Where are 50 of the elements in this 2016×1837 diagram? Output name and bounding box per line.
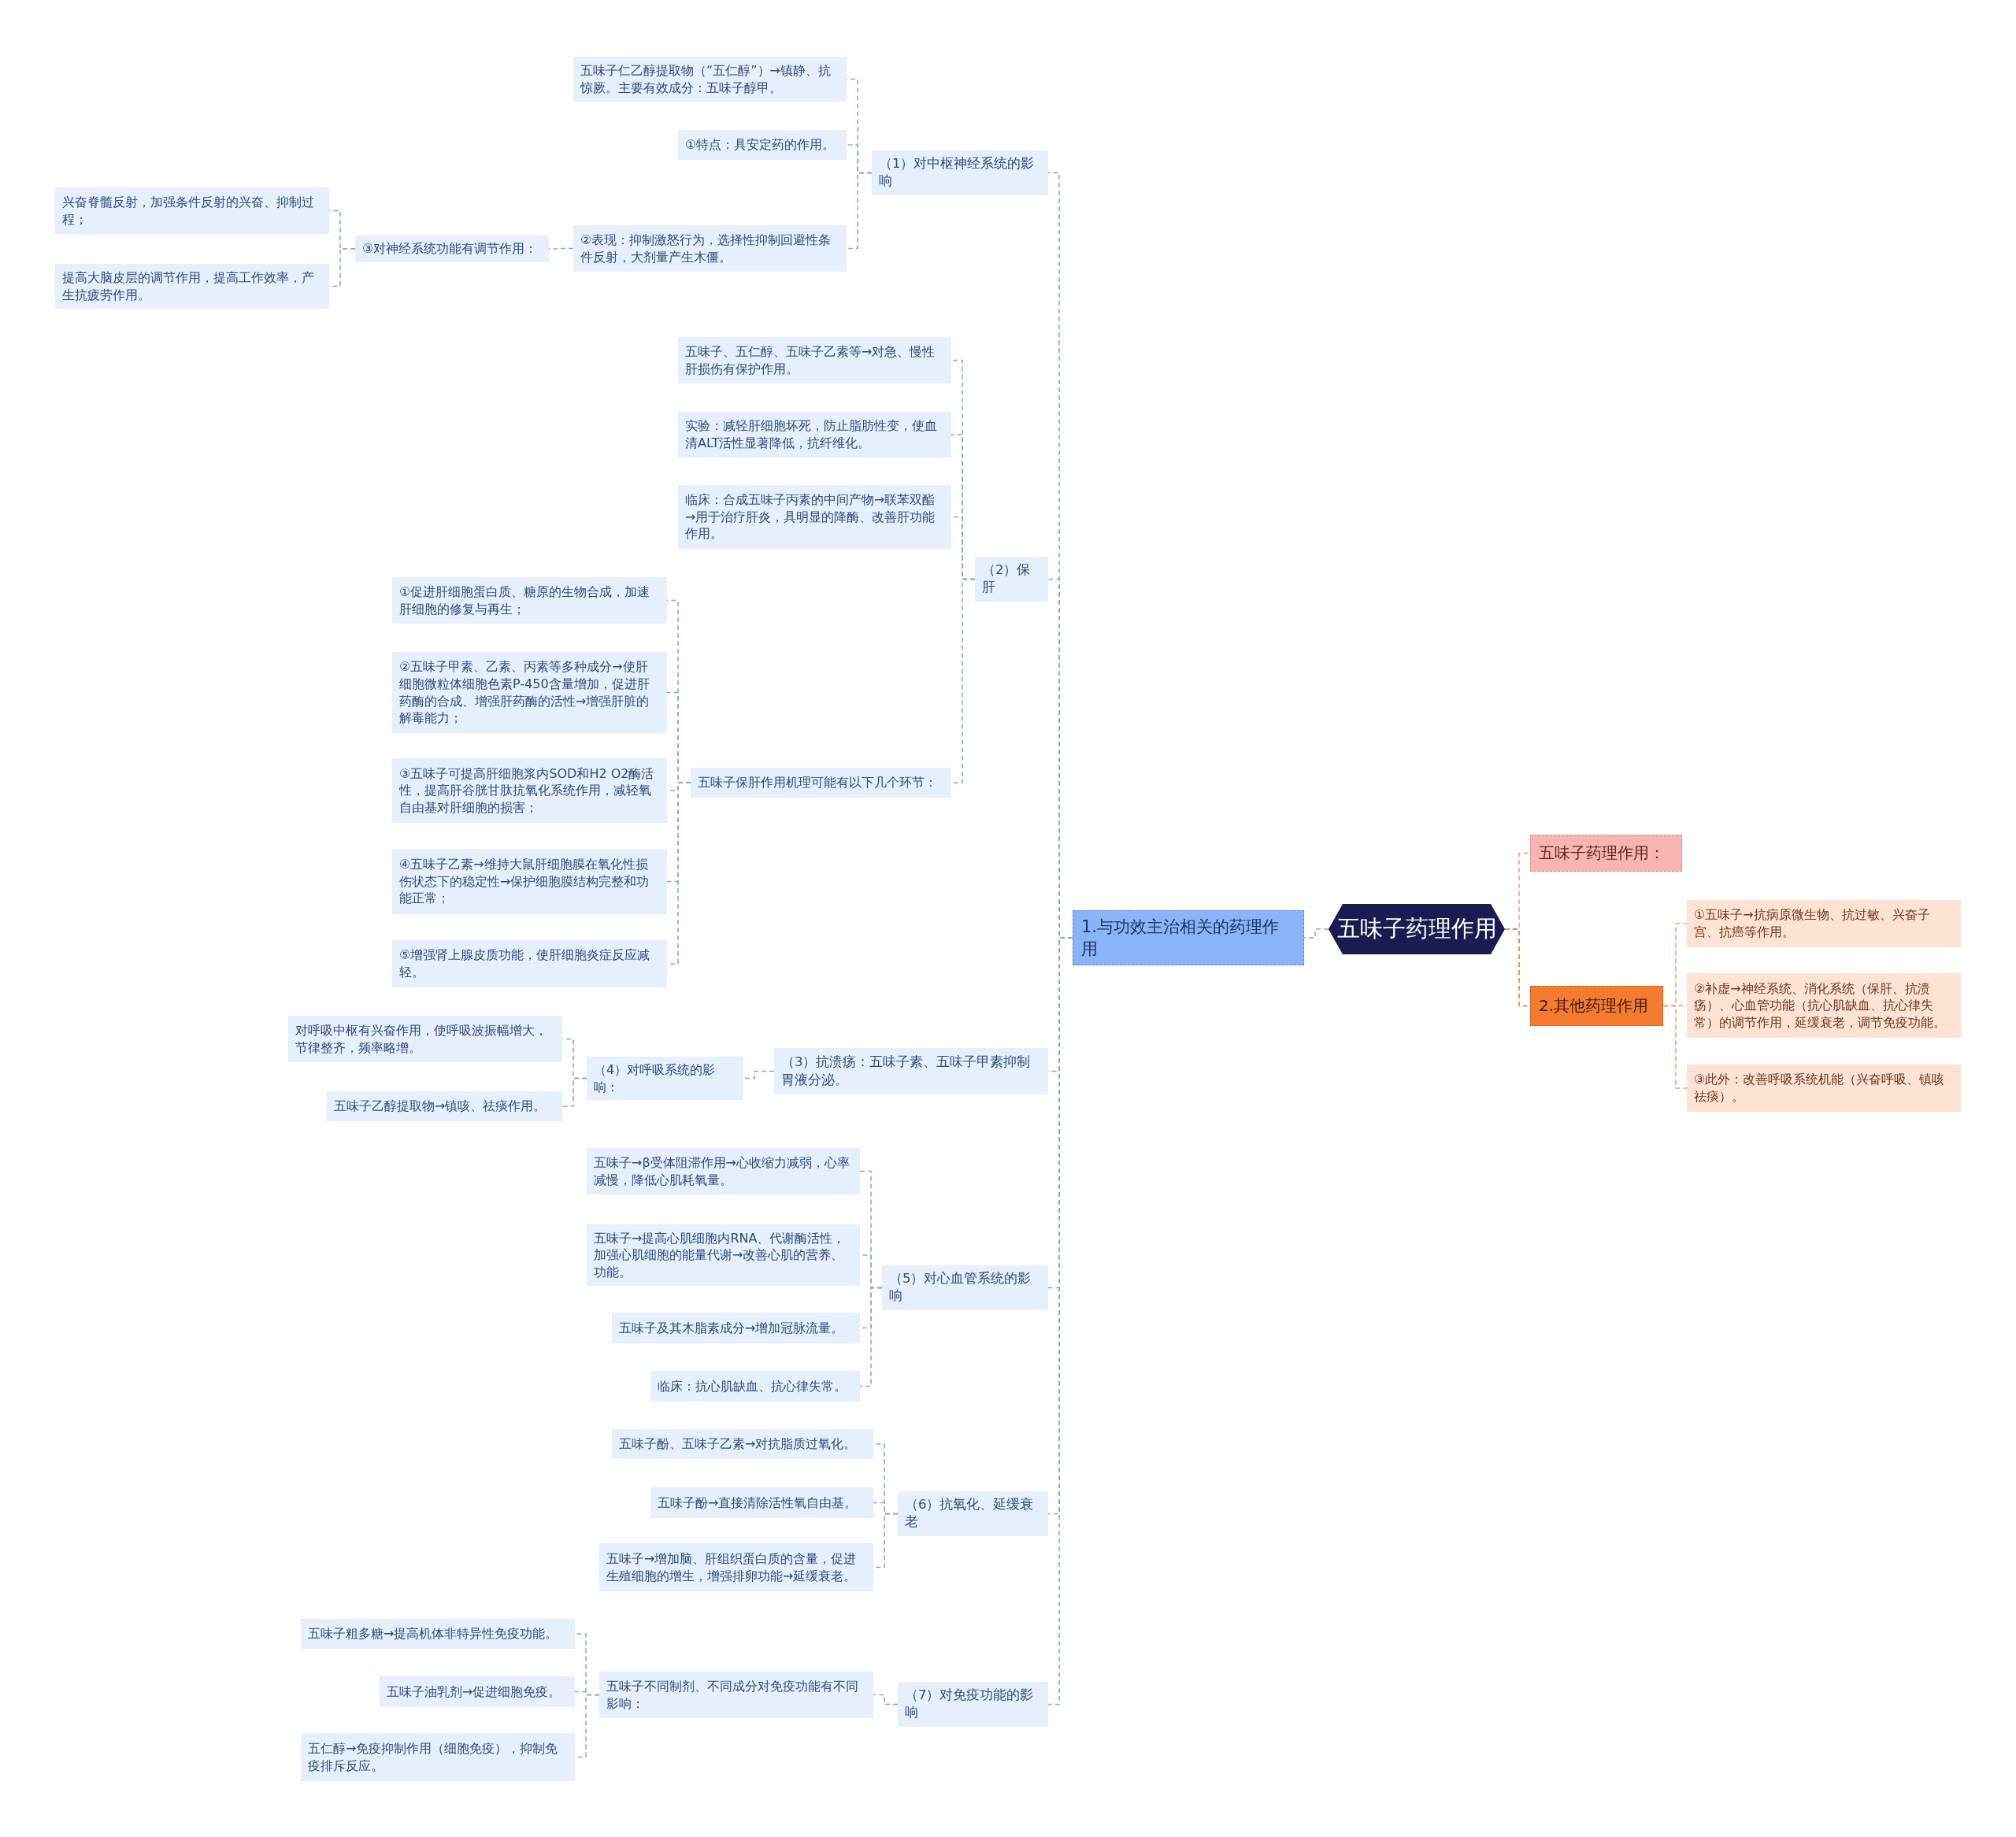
note-box: 五味子、五仁醇、五味子乙素等→对急、慢性肝损伤有保护作用。 <box>678 337 951 383</box>
note-box: （4）对呼吸系统的影响： <box>587 1057 743 1101</box>
branch-topic-box: 2.其他药理作用 <box>1530 986 1663 1026</box>
note-box: ⑤增强肾上腺皮质功能，使肝细胞炎症反应减轻。 <box>392 940 667 987</box>
note-box: ①促进肝细胞蛋白质、糖原的生物合成，加速肝细胞的修复与再生； <box>392 577 667 624</box>
note-box: 临床：合成五味子丙素的中间产物→联苯双酯→用于治疗肝炎，具明显的降酶、改善肝功能作用。 <box>678 485 951 549</box>
connector-line <box>1303 928 1329 939</box>
note-box: ②补虚→神经系统、消化系统（保肝、抗溃疡）、心血管功能（抗心肌缺血、抗心律失常）的调节作用，延缓衰老，调节免疫功能。 <box>1687 973 1961 1038</box>
note-box: 提高大脑皮层的调节作用，提高工作效率，产生抗疲劳作用。 <box>55 264 329 309</box>
note-box: 兴奋脊髓反射，加强条件反射的兴奋、抑制过程； <box>55 187 329 234</box>
topic-box: （3）抗溃疡：五味子素、五味子甲素抑制胃液分泌。 <box>774 1048 1048 1094</box>
note-box: ②表现：抑制激怒行为，选择性抑制回避性条件反射，大剂量产生木僵。 <box>573 225 847 272</box>
topic-box: （6）抗氧化、延缓衰老 <box>898 1491 1048 1536</box>
connector-line <box>859 1287 883 1387</box>
note-box: 五味子→β受体阻滞作用→心收缩力减弱，心率减慢，降低心肌耗氧量。 <box>587 1148 860 1194</box>
topic-box: （1）对中枢神经系统的影响 <box>872 150 1048 195</box>
note-box: 五味子及其木脂素成分→增加冠脉流量。 <box>612 1313 860 1343</box>
note-box: 对呼吸中枢有兴奋作用，使呼吸波振幅增大，节律整齐，频率略增。 <box>288 1016 562 1062</box>
note-box: ③对神经系统功能有调节作用： <box>355 235 549 262</box>
note-box: ③此外：改善呼吸系统机能（兴奋呼吸、镇咳祛痰）。 <box>1687 1065 1961 1112</box>
note-box: 五味子酚→直接清除活性氧自由基。 <box>650 1487 873 1518</box>
note-box: ①特点：具安定药的作用。 <box>678 130 847 160</box>
note-box: ④五味子乙素→维持大鼠肝细胞膜在氧化性损伤状态下的稳定性→保护细胞膜结构完整和功能正常； <box>392 849 667 914</box>
branch-topic-box: 1.与功效主治相关的药理作用 <box>1073 910 1304 965</box>
connector-line <box>743 1070 775 1080</box>
note-box: 五味子保肝作用机理可能有以下几个环节： <box>691 768 951 798</box>
note-box: 临床：抗心肌缺血、抗心律失常。 <box>650 1371 860 1402</box>
note-box: 五味子油乳剂→促进细胞免疫。 <box>380 1676 575 1707</box>
note-box: 五味子→提高心肌细胞内RNA、代谢酶活性，加强心肌细胞的能量代谢→改善心肌的营养、功能。 <box>587 1224 860 1286</box>
connector-line <box>1662 1005 1688 1089</box>
note-box: 实验：减轻肝细胞坏死，防止脂肪性变，使血清ALT活性显著降低，抗纤维化。 <box>678 412 951 457</box>
note-box: ②五味子甲素、乙素、丙素等多种成分→使肝细胞微粒体细胞色素P-450含量增加，促进肝药酶的合成、增强肝药酶的活性→增强肝脏的解毒能力； <box>392 652 667 733</box>
connector-line <box>846 172 873 250</box>
note-box: 五味子不同制剂、不同成分对免疫功能有不同影响： <box>599 1672 873 1718</box>
note-box: 五味子乙醇提取物→镇咳、祛痰作用。 <box>327 1091 562 1121</box>
note-box: 五味子→增加脑、肝组织蛋白质的含量，促进生殖细胞的增生，增强排卵功能→延缓衰老。 <box>599 1543 873 1591</box>
connector-line <box>561 1077 587 1107</box>
note-box: ①五味子→抗病原微生物、抗过敏、兴奋子宫、抗癌等作用。 <box>1687 900 1961 947</box>
note-box: 五仁醇→免疫抑制作用（细胞免疫），抑制免疫排斥反应。 <box>301 1733 575 1781</box>
note-box: 五味子仁乙醇提取物（“五仁醇”）→镇静、抗惊厥。主要有效成分：五味子醇甲。 <box>573 57 847 102</box>
central-topic <box>1329 904 1505 954</box>
connector-line <box>873 1694 899 1706</box>
topic-title: 五味子药理作用 <box>1336 914 1497 943</box>
topic-box: （5）对心血管系统的影响 <box>882 1265 1048 1310</box>
note-box: 五味子酚、五味子乙素→对抗脂质过氧化。 <box>612 1429 873 1459</box>
topic-box: （2）保肝 <box>975 557 1048 602</box>
topic-box: （7）对免疫功能的影响 <box>898 1682 1048 1727</box>
topic-box: 五味子药理作用： <box>1530 835 1682 872</box>
note-box: 五味子粗多糖→提高机体非特异性免疫功能。 <box>301 1619 575 1649</box>
note-box: ③五味子可提高肝细胞浆内SOD和H2 O2酶活性，提高肝谷胱甘肽抗氧化系统作用，减轻氧自由基对肝细胞的损害； <box>392 758 667 823</box>
